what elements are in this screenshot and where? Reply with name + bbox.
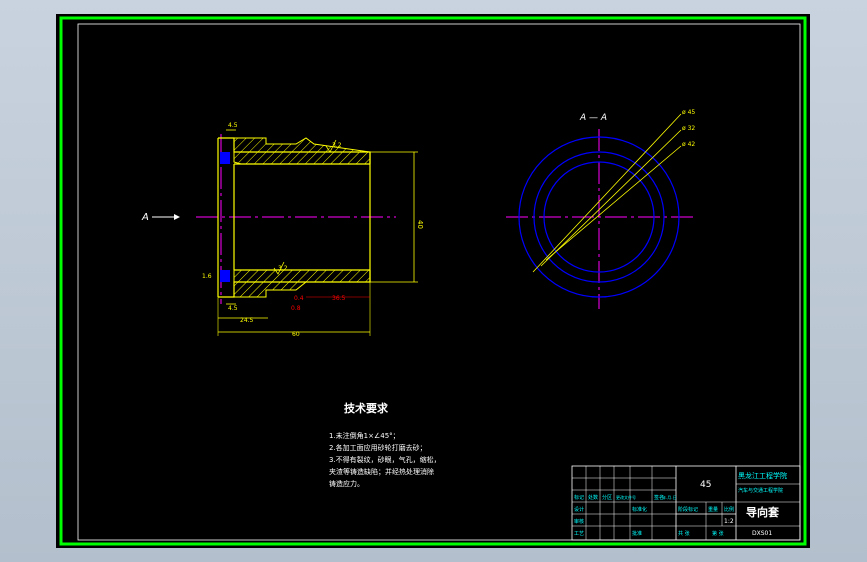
tb-scale: 1:2 [724, 518, 734, 525]
leader-inner [545, 145, 682, 261]
tech-line-2: 2.各加工面应用砂轮打磨去砂； [329, 443, 427, 452]
dim-left-length-text: 24.5 [240, 317, 254, 324]
dim-overall-text: 60 [292, 331, 300, 338]
tb-cell-process: 工艺 [574, 531, 584, 537]
tb-drawing-no: DXS01 [752, 530, 772, 537]
tb-cell-changefile: 更改文件号 [616, 494, 636, 500]
outer-circle [518, 136, 680, 298]
roughness-top-symbol [325, 139, 337, 153]
section-view-label: A — A [579, 113, 607, 123]
leader-mid [540, 129, 682, 267]
tb-material: 45 [700, 480, 711, 490]
dia-outer-text: ø 45 [682, 109, 695, 116]
tb-cell-scale-label: 比例 [724, 506, 734, 513]
dim-groove-a: 0.4 [294, 295, 304, 302]
tb-cell-review: 审核 [574, 518, 584, 525]
section-view: A 40 4.5 4.5 24.5 60 0.4 0.8 36.5 3.2 3.… [141, 122, 424, 338]
tb-cell-zone: 分区 [602, 494, 612, 501]
dim-groove-b: 0.8 [291, 305, 301, 312]
tb-cell-design: 设计 [574, 506, 584, 513]
inner-circle [543, 161, 655, 273]
dim-height-text: 40 [416, 220, 424, 229]
roughness-bottom: 3.2 [278, 265, 288, 272]
title-block: 标记 处数 分区 更改文件号 签名 年.月.日 设计 标准化 审核 工艺 批准 … [571, 465, 801, 541]
section-arrow-head [174, 214, 180, 220]
tb-cell-total: 共 张 [678, 530, 690, 537]
seal-groove-top [220, 152, 230, 164]
dim-bottom-text: 4.5 [228, 305, 238, 312]
leader-outer [532, 113, 682, 273]
tech-line-3: 3.不得有裂纹，砂眼，气孔，缩松， [329, 455, 441, 464]
tb-cell-standard: 标准化 [632, 506, 647, 513]
tb-cell-weight: 重量 [708, 506, 718, 513]
inner-border [77, 23, 801, 541]
tb-part-name: 导向套 [746, 505, 780, 519]
tb-cell-approve: 批准 [632, 530, 642, 537]
bottom-wall-hatch [233, 269, 371, 298]
tb-cell-sign: 签名 [654, 494, 664, 501]
drawing-canvas[interactable]: A 40 4.5 4.5 24.5 60 0.4 0.8 36.5 3.2 3.… [56, 14, 810, 548]
tb-cell-mark: 标记 [574, 494, 584, 501]
section-marker-label: A [141, 212, 149, 223]
middle-circle [533, 151, 665, 283]
dim-groove-c: 36.5 [332, 295, 346, 302]
dim-top-text: 4.5 [228, 122, 238, 129]
tb-cell-sheet: 第 张 [712, 530, 724, 537]
end-view: A — A ø 45 ø 32 ø 42 [506, 109, 696, 309]
tech-line-5: 铸造应力。 [329, 479, 364, 488]
tech-line-1: 1.未注倒角1×∠45°； [329, 431, 400, 440]
tech-requirements: 技术要求 1.未注倒角1×∠45°； 2.各加工面应用砂轮打磨去砂； 3.不得有… [329, 401, 441, 488]
outer-border [59, 16, 807, 546]
tb-cell-stage: 阶段标记 [678, 506, 698, 513]
roughness-top: 3.2 [332, 142, 342, 149]
tb-school-line2: 汽车与交通工程学院 [738, 487, 783, 494]
seal-groove-bottom [220, 270, 230, 282]
tech-line-4: 夹渣等铸造缺陷；并经热处理消除 [329, 467, 434, 476]
tb-cell-count: 处数 [588, 494, 598, 501]
tb-school-line1: 黑龙江工程学院 [738, 471, 787, 480]
dia-mid-text: ø 32 [682, 125, 695, 132]
roughness-bottom-symbol [273, 261, 285, 275]
tech-title: 技术要求 [344, 401, 389, 415]
top-wall-hatch [233, 137, 371, 165]
dia-inner-text: ø 42 [682, 141, 695, 148]
roughness-left: 1.6 [202, 273, 212, 280]
tb-cell-date: 年.月.日 [662, 494, 677, 500]
title-block-frame [571, 465, 801, 541]
